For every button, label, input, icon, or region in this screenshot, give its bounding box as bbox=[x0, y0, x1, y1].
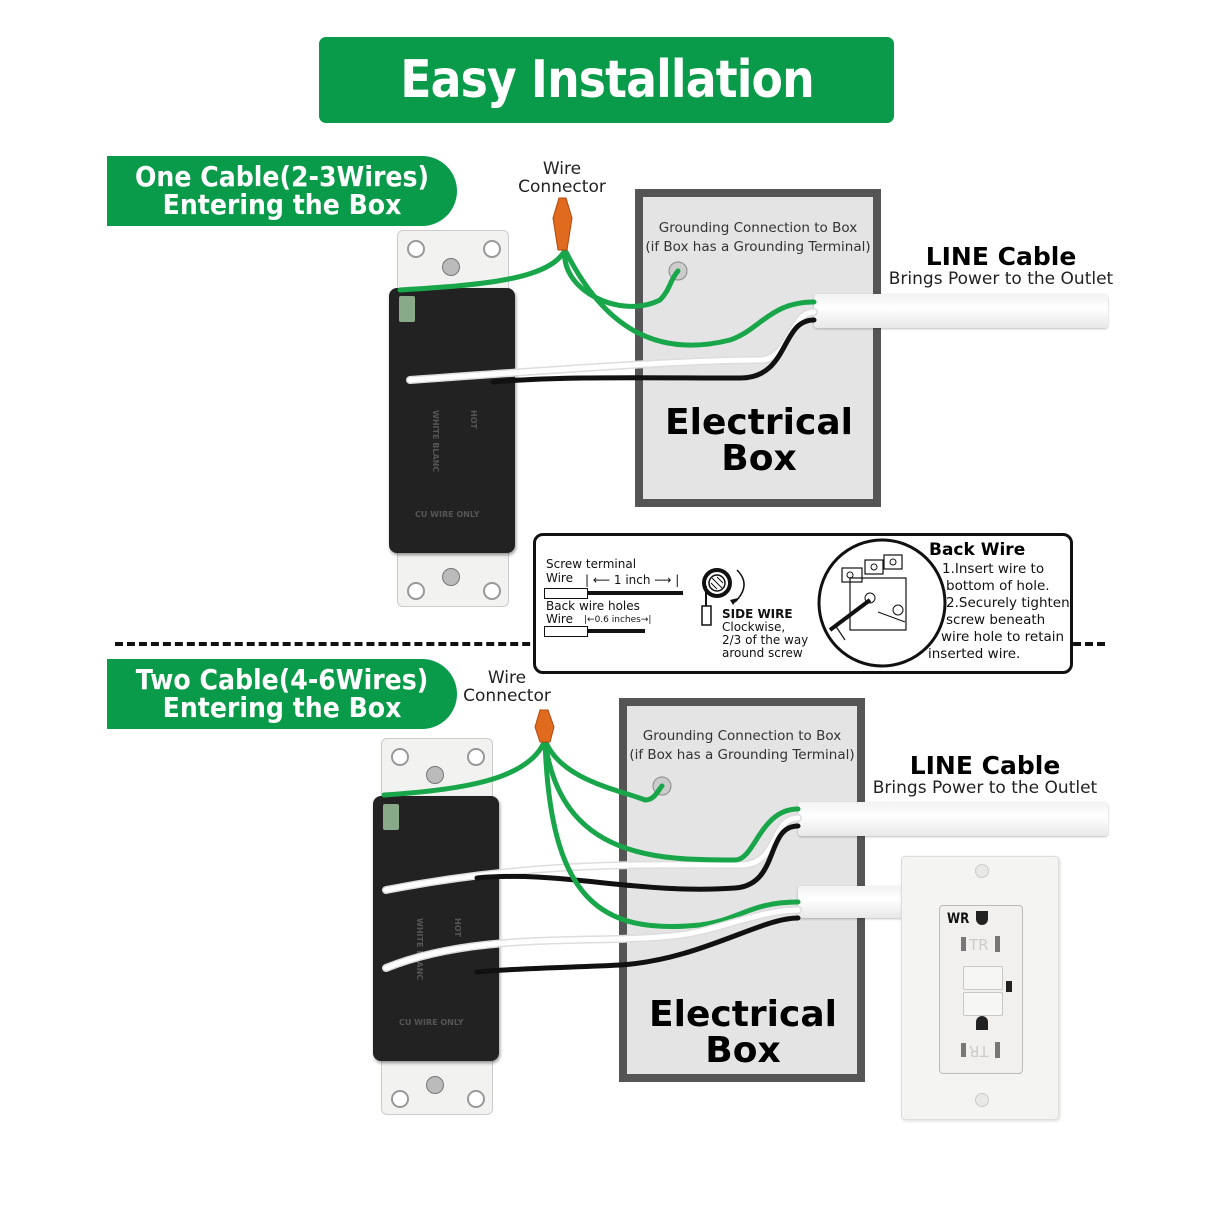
side-wire-title: SIDE WIRE bbox=[722, 607, 793, 621]
outlet-slot-icon bbox=[961, 1043, 966, 1057]
grounding-note: Grounding Connection to Box (if Box has … bbox=[643, 219, 873, 257]
label-line: Box bbox=[721, 438, 797, 479]
receptacle-back-1: WHITE BLANC HOT CU WIRE ONLY bbox=[389, 230, 515, 607]
label-line: Wire bbox=[487, 668, 527, 688]
outlet-slot-icon bbox=[961, 937, 966, 951]
back-wire-step: inserted wire. bbox=[928, 646, 1021, 662]
side-wire-line: around screw bbox=[722, 646, 803, 660]
ground-slot-icon bbox=[976, 911, 988, 925]
hot-side-label: HOT bbox=[453, 918, 462, 937]
outlet-slot-icon bbox=[995, 936, 1000, 952]
heading-line-1: Two Cable(4-6Wires) bbox=[135, 663, 429, 696]
wiring-instructions-panel bbox=[533, 533, 1073, 674]
ground-terminal-icon bbox=[383, 804, 399, 830]
section-heading-one-cable: One Cable(2-3Wires) Entering the Box bbox=[107, 156, 457, 226]
status-led-icon bbox=[1006, 981, 1012, 992]
label-line: Connector bbox=[463, 686, 551, 706]
wr-mark: WR bbox=[946, 911, 970, 927]
wire-connector-icon bbox=[534, 709, 555, 743]
wire-connector-icon bbox=[552, 197, 573, 251]
side-wire-instructions: SIDE WIRE Clockwise, 2/3 of the way arou… bbox=[722, 608, 808, 660]
label-line: Wire bbox=[542, 159, 582, 179]
note-line: Grounding Connection to Box bbox=[658, 220, 858, 236]
wire-insulation-icon bbox=[544, 626, 588, 637]
hot-side-label: HOT bbox=[469, 410, 478, 429]
cu-wire-only-label: CU WIRE ONLY bbox=[415, 510, 480, 519]
heading-line-2: Entering the Box bbox=[162, 188, 402, 221]
cu-wire-only-label: CU WIRE ONLY bbox=[399, 1018, 464, 1027]
label-line: Connector bbox=[518, 177, 606, 197]
electrical-box-label: Electrical Box bbox=[643, 405, 875, 477]
title-banner: Easy Installation bbox=[319, 37, 894, 123]
line-cable bbox=[814, 294, 1108, 328]
line-cable-title: LINE Cable bbox=[925, 242, 1077, 271]
mounting-screw-icon bbox=[442, 258, 460, 276]
label-line: Electrical bbox=[665, 402, 853, 443]
back-wire-title: Back Wire bbox=[929, 540, 1026, 560]
strap-hole-icon bbox=[467, 1090, 485, 1108]
line-cable-title: LINE Cable bbox=[909, 751, 1061, 780]
heading-line-2: Entering the Box bbox=[162, 691, 402, 724]
back-wire-step: wire hole to retain bbox=[941, 629, 1065, 645]
stripped-wire-icon bbox=[587, 591, 683, 595]
back-wire-holes-label: Back wire holes bbox=[546, 599, 640, 613]
heading-line-1: One Cable(2-3Wires) bbox=[134, 160, 430, 193]
reset-button[interactable] bbox=[963, 992, 1003, 1016]
side-wire-line: Clockwise, bbox=[722, 620, 786, 634]
wire-connector-label: Wire Connector bbox=[508, 160, 616, 196]
wallplate-screw-icon bbox=[975, 1093, 989, 1107]
strap-hole-icon bbox=[391, 748, 409, 766]
mounting-screw-icon bbox=[426, 766, 444, 784]
strap-hole-icon bbox=[467, 748, 485, 766]
receptacle-back-2: WHITE BLANC HOT CU WIRE ONLY bbox=[373, 738, 499, 1115]
note-line: Grounding Connection to Box bbox=[642, 728, 842, 744]
tr-mark: TR bbox=[969, 936, 989, 954]
note-line: (if Box has a Grounding Terminal) bbox=[645, 239, 871, 255]
tr-mark: TR bbox=[969, 1042, 989, 1060]
screw-terminal-label: Screw terminal bbox=[546, 557, 637, 571]
mounting-screw-icon bbox=[426, 1076, 444, 1094]
page-title: Easy Installation bbox=[399, 50, 814, 110]
wire-connector-label: Wire Connector bbox=[453, 669, 561, 705]
test-button[interactable] bbox=[963, 966, 1003, 990]
neutral-side-label: WHITE BLANC bbox=[415, 918, 424, 981]
mounting-screw-icon bbox=[442, 568, 460, 586]
neutral-side-label: WHITE BLANC bbox=[431, 410, 440, 473]
side-wire-line: 2/3 of the way bbox=[722, 633, 809, 647]
line-cable-subtitle: Brings Power to the Outlet bbox=[888, 269, 1114, 289]
load-cable bbox=[798, 886, 908, 918]
strap-hole-icon bbox=[483, 240, 501, 258]
back-wire-holes-length: |←0.6 inches→| bbox=[584, 615, 652, 625]
outlet-slot-icon bbox=[995, 1042, 1000, 1058]
line-cable-caption: LINE Cable Brings Power to the Outlet bbox=[868, 751, 1102, 798]
strap-hole-icon bbox=[407, 582, 425, 600]
grounding-note: Grounding Connection to Box (if Box has … bbox=[627, 727, 857, 765]
label-line: Electrical bbox=[649, 994, 837, 1035]
strap-hole-icon bbox=[391, 1090, 409, 1108]
stripped-wire-icon bbox=[587, 629, 645, 633]
wire-insulation-icon bbox=[544, 588, 588, 599]
back-wire-step: 1.Insert wire to bbox=[942, 561, 1045, 577]
section-heading-two-cable: Two Cable(4-6Wires) Entering the Box bbox=[107, 659, 457, 729]
strap-hole-icon bbox=[407, 240, 425, 258]
line-cable-caption: LINE Cable Brings Power to the Outlet bbox=[884, 242, 1118, 289]
screw-terminal-length: | ⟵ 1 inch ⟶ | bbox=[585, 573, 680, 587]
line-cable-subtitle: Brings Power to the Outlet bbox=[872, 778, 1098, 798]
label-line: Box bbox=[705, 1030, 781, 1071]
ground-terminal-icon bbox=[399, 296, 415, 322]
back-wire-step: bottom of hole. bbox=[946, 578, 1050, 594]
strap-hole-icon bbox=[483, 582, 501, 600]
back-wire-holes-wire-label: Wire bbox=[546, 612, 573, 626]
screw-terminal-wire-label: Wire bbox=[546, 571, 573, 585]
line-cable bbox=[798, 802, 1108, 836]
back-wire-step: screw beneath bbox=[946, 612, 1046, 628]
back-wire-step: 2.Securely tighten bbox=[946, 595, 1070, 611]
wallplate-screw-icon bbox=[975, 864, 989, 878]
ground-slot-icon bbox=[976, 1016, 988, 1030]
electrical-box-label: Electrical Box bbox=[627, 997, 859, 1069]
note-line: (if Box has a Grounding Terminal) bbox=[629, 747, 855, 763]
